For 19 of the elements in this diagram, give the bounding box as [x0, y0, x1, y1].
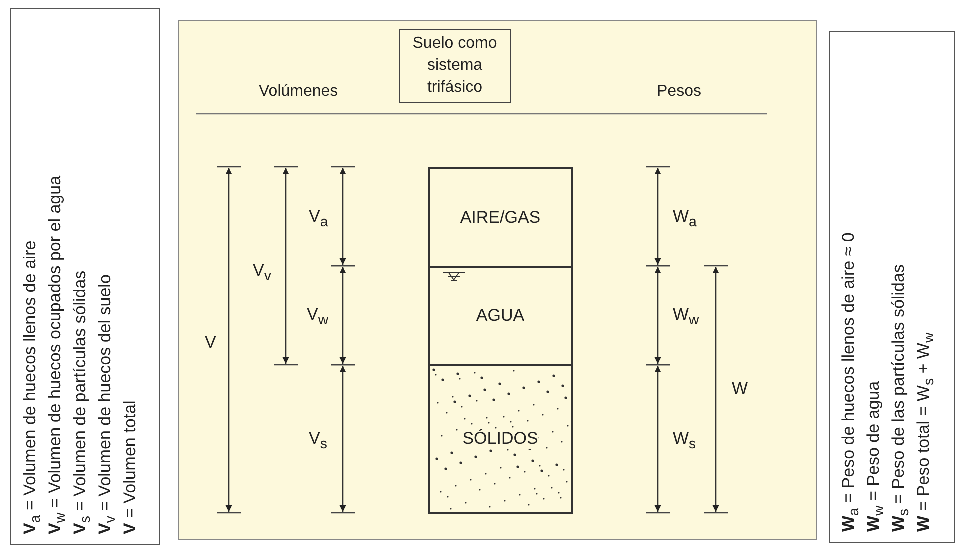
definition-text: V = Volumen total — [119, 400, 140, 534]
title-box: Suelo como sistema trifásico — [399, 29, 511, 103]
diagram-panel — [178, 20, 817, 540]
phase-layer: AGUA — [428, 266, 573, 366]
column-heading: Volúmenes — [259, 83, 338, 101]
phase-layer: AIRE/GAS — [428, 167, 573, 268]
column-heading: Pesos — [657, 83, 702, 101]
phase-layer: SÓLIDOS — [428, 364, 573, 514]
dimension-label: W — [732, 379, 748, 399]
dimension-label: V$_{s}$ — [309, 429, 328, 452]
dimension-label: V$_{v}$ — [253, 261, 272, 284]
dimension-label: V — [205, 333, 216, 353]
dimension-label: W$_{w}$ — [673, 305, 700, 328]
dimension-label: W$_{s}$ — [673, 429, 696, 452]
key-box — [829, 31, 955, 543]
dimension-label: W$_{a}$ — [673, 207, 697, 230]
dimension-label: V$_{w}$ — [307, 305, 329, 328]
key-box — [10, 8, 160, 545]
dimension-label: V$_{a}$ — [309, 207, 328, 230]
